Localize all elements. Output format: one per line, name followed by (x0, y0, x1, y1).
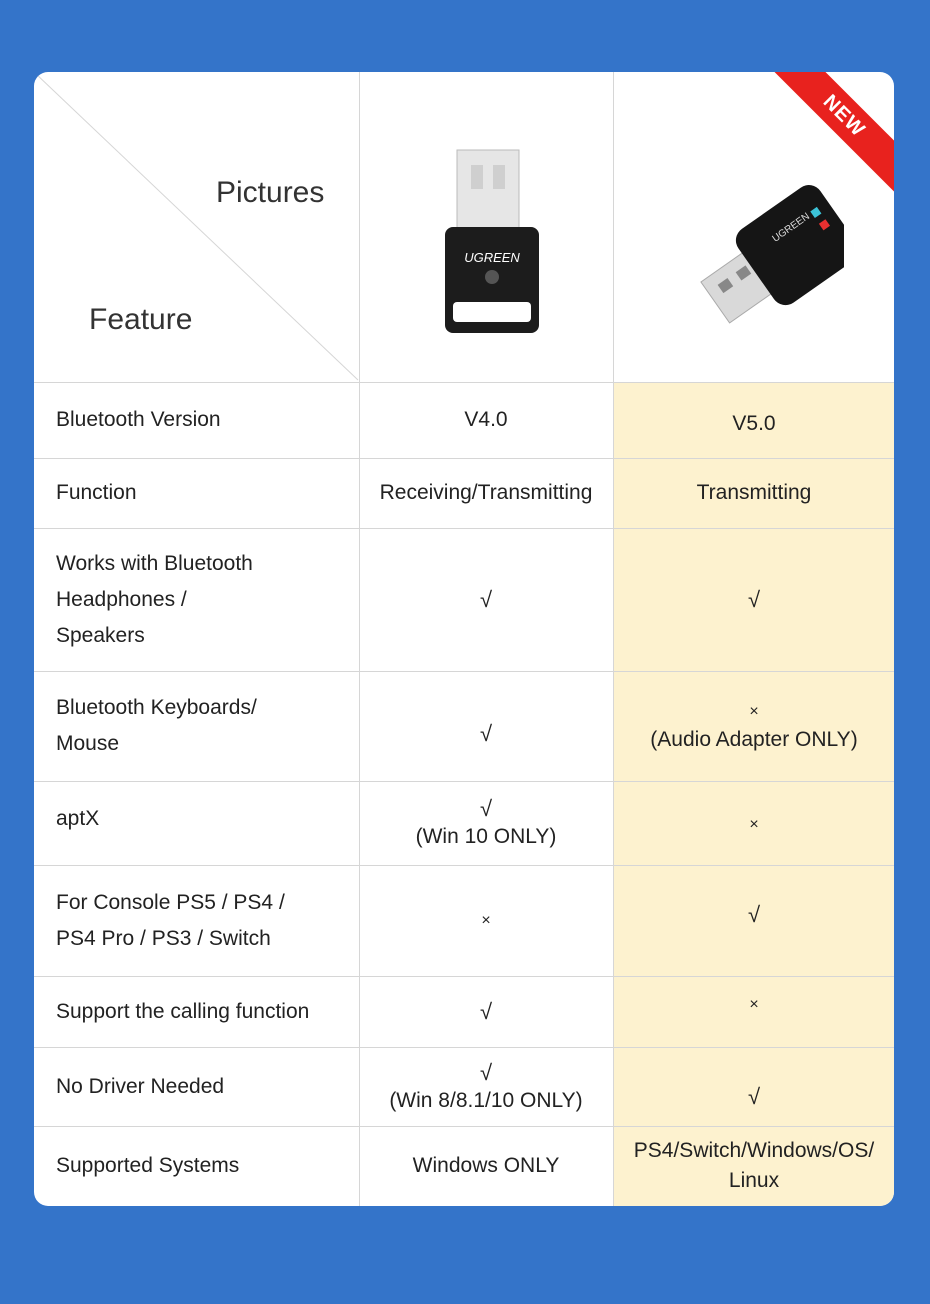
divider (34, 865, 894, 866)
row-col2: PS4/Switch/Windows/OS/ Linux (614, 1126, 894, 1206)
row-feature: No Driver Needed (56, 1074, 225, 1098)
row-col2: V5.0 (732, 412, 776, 435)
row-feature: Function (56, 481, 137, 504)
product1-brand: UGREEN (464, 250, 520, 265)
row-feature: Support the calling function (56, 999, 310, 1023)
system-line: PS4/Switch/Windows/OS/ (633, 1139, 875, 1162)
cross-mark: × (481, 911, 491, 929)
header-diagonal (34, 72, 359, 381)
new-badge: NEW (774, 72, 894, 192)
feature-line: Works with Bluetooth (56, 551, 253, 575)
row-feature: Works with Bluetooth Headphones / Speake… (56, 528, 356, 671)
check-mark: √ (747, 586, 761, 612)
pictures-label: Pictures (216, 176, 325, 209)
feature-line: Bluetooth Keyboards/ (56, 696, 257, 719)
divider (34, 528, 894, 529)
row-col1: V4.0 (464, 408, 508, 431)
row-feature: Supported Systems (56, 1154, 240, 1177)
divider (613, 72, 614, 1206)
row-col1: √ (Win 10 ONLY) (360, 781, 612, 865)
feature-line: For Console PS5 / PS4 / (56, 890, 285, 914)
comparison-card: Pictures Feature UGREEN UGREEN NEW (34, 72, 894, 1206)
row-col1: Receiving/Transmitting (379, 481, 593, 504)
feature-label: Feature (89, 303, 193, 336)
row-feature: Bluetooth Keyboards/ Mouse (56, 671, 356, 781)
row-col2: Transmitting (696, 481, 812, 504)
check-mark: √ (479, 796, 493, 821)
product1-image: UGREEN (445, 149, 539, 333)
feature-line: Speakers (56, 623, 145, 647)
cross-mark: × (749, 996, 759, 1013)
check-mark: √ (479, 1059, 493, 1085)
divider (34, 781, 894, 782)
row-feature: Bluetooth Version (56, 408, 221, 431)
row-feature: For Console PS5 / PS4 / PS4 Pro / PS3 / … (56, 865, 356, 976)
divider (34, 1126, 894, 1127)
divider (359, 72, 360, 1206)
row-col2: × (Audio Adapter ONLY) (614, 671, 894, 781)
divider (34, 1047, 894, 1048)
cross-mark: × (749, 703, 759, 720)
divider (34, 976, 894, 977)
check-mark: √ (479, 721, 493, 746)
check-mark: √ (747, 1083, 761, 1109)
highlight-column (614, 382, 894, 1206)
feature-line: Mouse (56, 732, 120, 755)
row-note: (Win 10 ONLY) (415, 825, 557, 848)
cross-mark: × (749, 816, 759, 833)
divider (34, 382, 894, 383)
divider (34, 671, 894, 672)
check-mark: √ (747, 902, 761, 927)
row-col1: √ (Win 8/8.1/10 ONLY) (360, 1047, 612, 1126)
check-mark: √ (479, 586, 493, 612)
row-col1: Windows ONLY (412, 1154, 560, 1177)
check-mark: √ (479, 998, 493, 1024)
feature-line: Headphones / (56, 587, 187, 611)
row-feature: aptX (56, 807, 100, 830)
row-note: (Audio Adapter ONLY) (650, 728, 858, 751)
product2-image: UGREEN (700, 185, 844, 324)
divider (34, 458, 894, 459)
feature-line: PS4 Pro / PS3 / Switch (56, 926, 271, 950)
system-line: Linux (728, 1169, 780, 1192)
row-note: (Win 8/8.1/10 ONLY) (389, 1088, 583, 1112)
new-ribbon: NEW (774, 72, 894, 192)
